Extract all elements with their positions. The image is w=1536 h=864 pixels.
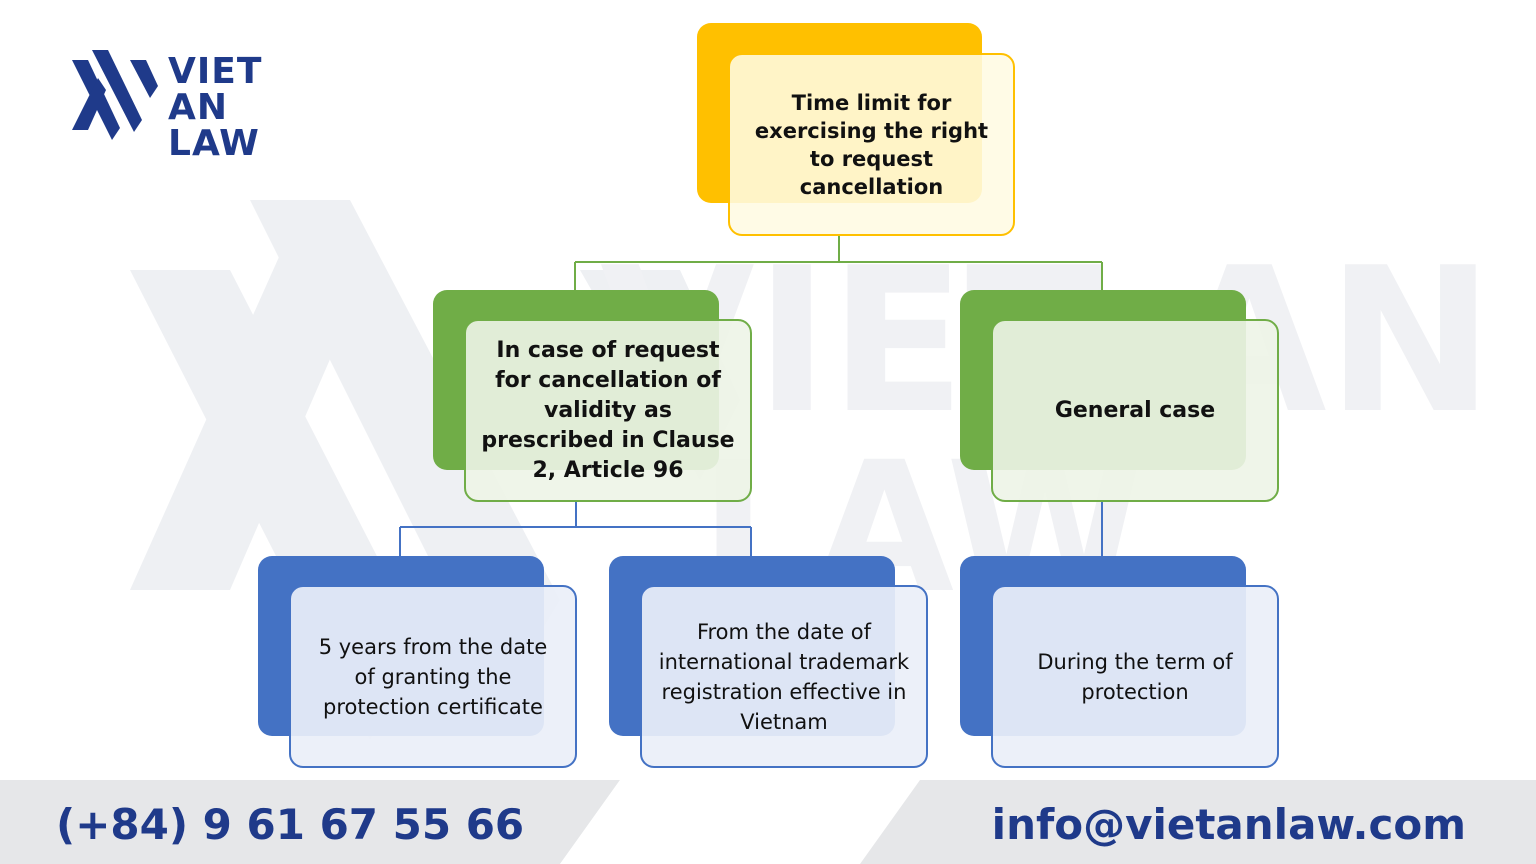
logo-wordmark: VIET AN LAW — [168, 54, 332, 162]
branch-right-label: General case — [991, 319, 1279, 502]
branch-node-general-case: General case — [960, 290, 1280, 502]
brand-logo[interactable]: VIET AN LAW — [72, 46, 332, 162]
leaf-node-term-of-protection: During the term of protection — [960, 556, 1280, 768]
phone-number-link[interactable]: (+84) 9 61 67 55 66 — [56, 800, 525, 849]
leaf-3-label: During the term of protection — [991, 585, 1279, 768]
root-node: Time limit for exercising the right to r… — [697, 23, 1017, 237]
leaf-node-5-years: 5 years from the date of granting the pr… — [258, 556, 578, 768]
logo-line-1: VIET AN — [168, 51, 263, 128]
footer-background — [0, 780, 1536, 864]
email-link[interactable]: info@vietanlaw.com — [991, 800, 1466, 849]
logo-line-2: LAW — [168, 123, 260, 164]
branch-node-clause-2-article-96: In case of request for cancellation of v… — [433, 290, 753, 502]
leaf-1-label: 5 years from the date of granting the pr… — [289, 585, 577, 768]
logo-mark-icon — [72, 50, 158, 140]
branch-left-label: In case of request for cancellation of v… — [464, 319, 752, 502]
leaf-node-international-registration: From the date of international trademark… — [609, 556, 929, 768]
leaf-2-label: From the date of international trademark… — [640, 585, 928, 768]
contact-footer — [0, 780, 1536, 864]
root-node-label: Time limit for exercising the right to r… — [728, 53, 1015, 236]
